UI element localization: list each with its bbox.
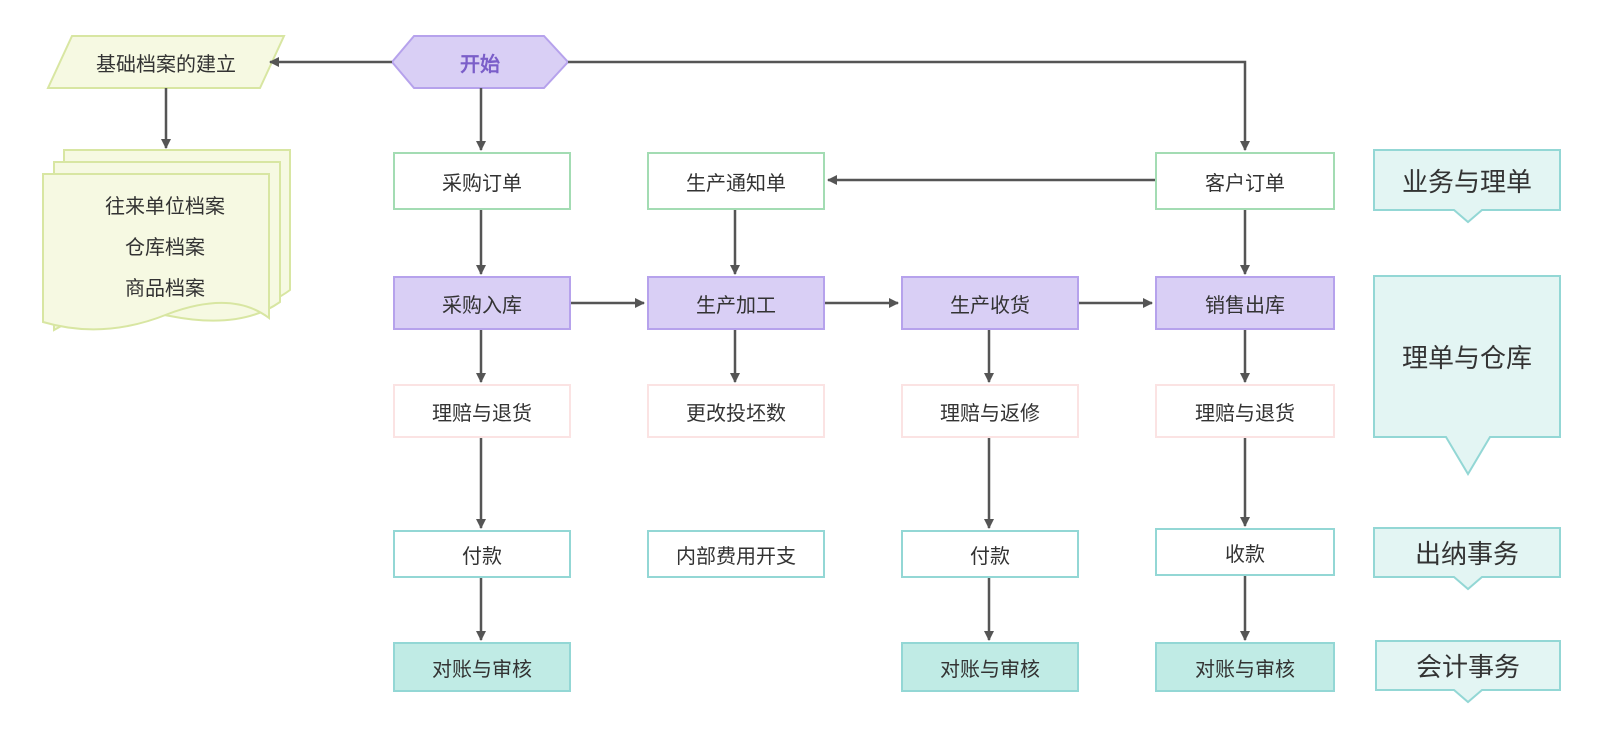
base-setup-label: 基础档案的建立 bbox=[96, 51, 236, 76]
callout-accounting bbox=[1375, 640, 1561, 704]
audit-box-3: 对账与审核 bbox=[1155, 642, 1335, 692]
arrow-start-to-customer-order bbox=[568, 60, 1250, 151]
receive-payment-box: 收款 bbox=[1155, 528, 1335, 576]
repair-return-box: 理赔与返修 bbox=[901, 384, 1079, 438]
archives-document-stack bbox=[42, 149, 291, 332]
production-receive-box: 生产收货 bbox=[901, 276, 1079, 330]
callout-warehouse bbox=[1373, 275, 1561, 476]
purchase-in-box: 采购入库 bbox=[393, 276, 571, 330]
sales-return-box: 理赔与退货 bbox=[1155, 384, 1335, 438]
warehouse-category-label: 理单与仓库 bbox=[1401, 344, 1532, 374]
archive-item-partner: 往来单位档案 bbox=[105, 194, 225, 218]
start-label: 开始 bbox=[460, 51, 500, 76]
archives-list: 往来单位档案 仓库档案 商品档案 bbox=[60, 190, 270, 301]
production-notice-box: 生产通知单 bbox=[647, 152, 825, 210]
callout-business bbox=[1373, 149, 1561, 224]
business-category-label: 业务与理单 bbox=[1401, 167, 1532, 198]
sales-out-box: 销售出库 bbox=[1155, 276, 1335, 330]
archive-item-warehouse: 仓库档案 bbox=[125, 235, 205, 259]
pay-box-2: 付款 bbox=[901, 530, 1079, 578]
purchase-order-box: 采购订单 bbox=[393, 152, 571, 210]
internal-expense-box: 内部费用开支 bbox=[647, 530, 825, 578]
cashier-category-label: 出纳事务 bbox=[1414, 540, 1519, 570]
change-damage-box: 更改投坯数 bbox=[647, 384, 825, 438]
base-setup-parallelogram bbox=[46, 35, 286, 89]
audit-box-1: 对账与审核 bbox=[393, 642, 571, 692]
audit-box-2: 对账与审核 bbox=[901, 642, 1079, 692]
production-process-box: 生产加工 bbox=[647, 276, 825, 330]
callout-cashier bbox=[1373, 527, 1561, 591]
pay-box-1: 付款 bbox=[393, 530, 571, 578]
archive-item-goods: 商品档案 bbox=[125, 276, 205, 300]
customer-order-box: 客户订单 bbox=[1155, 152, 1335, 210]
accounting-category-label: 会计事务 bbox=[1415, 653, 1520, 683]
purchase-return-box: 理赔与退货 bbox=[393, 384, 571, 438]
